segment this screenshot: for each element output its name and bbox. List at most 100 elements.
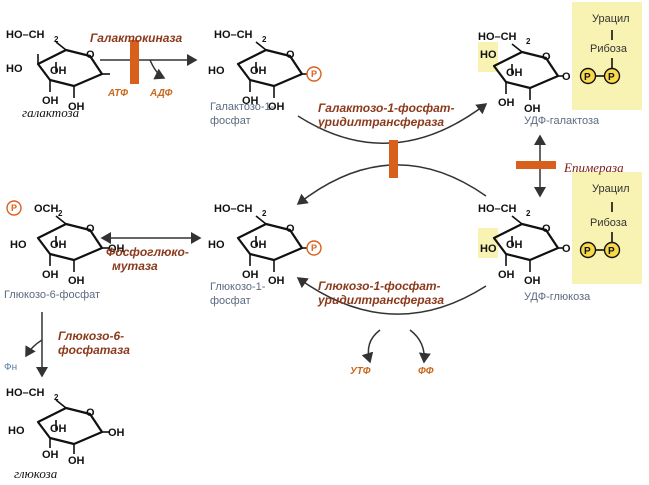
g6p-oh-2: OH	[68, 275, 85, 287]
atp-adp-curve	[149, 59, 166, 80]
galactose-ring-o: O	[86, 49, 95, 61]
udpglc-oh-3: OH	[498, 269, 515, 281]
g1p-phosphate-icon	[306, 240, 322, 256]
gal1p-ho-4: HO	[208, 65, 225, 77]
epimerase-block-bar	[516, 161, 556, 169]
g1p-ho-4: HO	[208, 239, 225, 251]
udpgal-ring-o: O	[542, 51, 551, 63]
udp-glucose-structure: HO–CH 2 O HO OH OH OH O	[478, 203, 571, 287]
udpgal-phosphate-1-icon	[579, 67, 597, 85]
galactose-oh-mid: OH	[50, 65, 67, 77]
galactose-oh-4: HO	[6, 63, 23, 75]
udp-glucose-ho-highlight	[478, 228, 498, 258]
glucose-1-phosphate-structure: HO–CH 2 O HO OH OH OH O	[208, 203, 315, 287]
g6p-oh-mid: OH	[50, 239, 67, 251]
udpgal-phosphate-2-letter: P	[608, 72, 615, 83]
g6p-och2: OCH	[34, 203, 59, 215]
epimerase-label: Епимераза	[563, 160, 624, 175]
phosphatase-label-1: Глюкозо-6-	[58, 329, 124, 343]
udpglc-uracil: Урацил	[592, 183, 630, 195]
udpglc-o-link: O	[562, 243, 571, 255]
udpglc-ho-ch2: HO–CH	[478, 203, 517, 215]
glucose-ho-4: HO	[8, 425, 25, 437]
gal1p-phosphate-icon	[306, 66, 322, 82]
adp-label: АДФ	[149, 88, 173, 99]
g1p-label-2: фосфат	[210, 295, 251, 307]
udpgal-oh-mid: OH	[506, 67, 523, 79]
glucose-6-phosphate-structure: OCH 2 O HO OH OH OH OH	[10, 203, 125, 287]
gal1p-label-2: фосфат	[210, 115, 251, 127]
pyrophosphorylase-arrow	[296, 277, 487, 315]
g6p-phosphate-icon	[6, 200, 22, 216]
udpglc-ring-o: O	[542, 223, 551, 235]
udp-galactose-nucleotide-box	[572, 2, 642, 110]
udpglc-oh-2: OH	[524, 275, 541, 287]
udpglc-phosphate-2-letter: P	[608, 246, 615, 257]
gal1p-phosphate-letter: P	[311, 69, 317, 79]
utp-curve	[361, 329, 381, 364]
udp-galactose-ho-highlight	[478, 42, 498, 72]
gal1p-oh-mid: OH	[250, 65, 267, 77]
galactose-oh-2: OH	[68, 101, 85, 113]
g1p-oh-2: OH	[268, 275, 285, 287]
pi-label: Фн	[4, 362, 17, 373]
pyrophosphorylase-label-2: уридилтрансфераза	[317, 293, 444, 307]
gal1p-oh-3: OH	[242, 95, 259, 107]
glucose-oh-2: OH	[68, 455, 85, 467]
pp-label: ФФ	[418, 366, 434, 377]
pi-curve	[25, 339, 43, 358]
g1p-oh-mid: OH	[250, 239, 267, 251]
galactose-ch2-sub: 2	[54, 35, 59, 44]
glucose-oh-3: OH	[42, 449, 59, 461]
udp-galactose-structure: HO–CH 2 O HO OH OH OH O	[478, 31, 571, 115]
udpgal-ho-4: HO	[480, 49, 497, 61]
udpgal-oh-3: OH	[498, 97, 515, 109]
g6p-phosphate-letter: P	[11, 203, 17, 213]
galactose-ho-ch2: HO–CH	[6, 29, 45, 41]
transferase-label-1: Галактозо-1-фосфат-	[318, 101, 454, 115]
pyrophosphorylase-label-1: Глюкозо-1-фосфат-	[318, 279, 441, 293]
glucose-oh-mid: OH	[50, 423, 67, 435]
udpglc-phosphate-1-icon	[579, 241, 597, 259]
g1p-oh-3: OH	[242, 269, 259, 281]
galactose-structure: HO–CH 2 O HO OH OH OH	[6, 29, 110, 113]
udpglc-label: УДФ-глюкоза	[524, 291, 591, 303]
g1p-label-1: Глюкозо-1-	[210, 281, 266, 293]
g1p-ch2-sub: 2	[262, 209, 267, 218]
gal1p-oh-2: OH	[268, 101, 285, 113]
g1p-phosphate-letter: P	[311, 243, 317, 253]
udpglc-ribose: Рибоза	[590, 217, 628, 229]
udpglc-ho-4: HO	[480, 243, 497, 255]
udpgal-phosphate-2-icon	[603, 67, 621, 85]
gal1p-ho-ch2: HO–CH	[214, 29, 253, 41]
pp-curve	[409, 329, 431, 364]
transferase-block-bar	[389, 140, 398, 178]
galactose-label: галактоза	[22, 105, 80, 120]
g6p-oh-3: OH	[42, 269, 59, 281]
udpgal-oh-2: OH	[524, 103, 541, 115]
galactokinase-block-bar	[130, 40, 139, 84]
udpgal-phosphate-1-letter: P	[584, 72, 591, 83]
galactose-1-phosphate-structure: HO–CH 2 O HO OH OH OH O	[208, 29, 315, 113]
udpgal-ch2-sub: 2	[526, 37, 531, 46]
galactokinase-label: Галактокиназа	[90, 31, 183, 45]
gal1p-ch2-sub: 2	[262, 35, 267, 44]
glucose-structure: HO–CH 2 O HO OH OH OH OH	[6, 387, 125, 467]
udpgal-uracil: Урацил	[592, 13, 630, 25]
udpgal-ribose: Рибоза	[590, 43, 628, 55]
g6p-ho-4: HO	[10, 239, 27, 251]
glucose-label: глюкоза	[14, 466, 58, 481]
g6p-ring-o: O	[86, 223, 95, 235]
g6p-label: Глюкозо-6-фосфат	[4, 289, 100, 301]
udp-glucose-nucleotide-box	[572, 172, 642, 284]
transferase-label-2: уридилтрансфераза	[317, 115, 444, 129]
udpglc-phosphate-2-icon	[603, 241, 621, 259]
glucose-ho-ch2: HO–CH	[6, 387, 45, 399]
atp-label: АТФ	[107, 88, 128, 99]
gal1p-label-1: Галактозо-1-	[210, 101, 275, 113]
glucose-oh-1: OH	[108, 427, 125, 439]
phosphatase-label-2: фосфатаза	[58, 343, 130, 357]
g1p-ring-o: O	[286, 223, 295, 235]
